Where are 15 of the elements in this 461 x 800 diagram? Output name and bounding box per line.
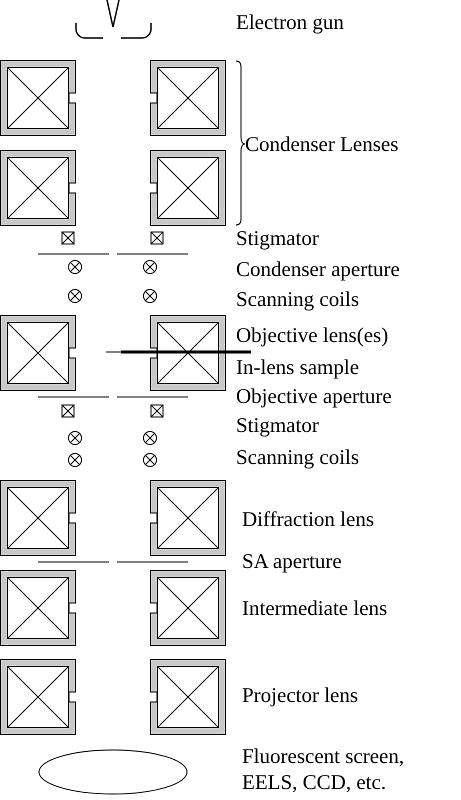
component-label: Fluorescent screen, EELS, CCD, etc. <box>242 743 406 795</box>
component-label: Condenser aperture <box>236 256 400 282</box>
component-label: SA aperture <box>242 548 342 574</box>
component-label: Condenser Lenses <box>245 131 398 157</box>
component-label: Diffraction lens <box>242 506 374 532</box>
component-label: Objective aperture <box>236 383 392 409</box>
component-label: Objective lens(es) <box>236 322 388 348</box>
component-label: Projector lens <box>242 682 358 708</box>
component-label: In-lens sample <box>236 354 360 380</box>
component-label: Electron gun <box>236 9 344 35</box>
component-label: Scanning coils <box>236 444 360 470</box>
component-label: Scanning coils <box>236 286 360 312</box>
component-label: Stigmator <box>236 412 319 438</box>
component-label: Intermediate lens <box>242 595 388 621</box>
component-label: Stigmator <box>236 225 319 251</box>
